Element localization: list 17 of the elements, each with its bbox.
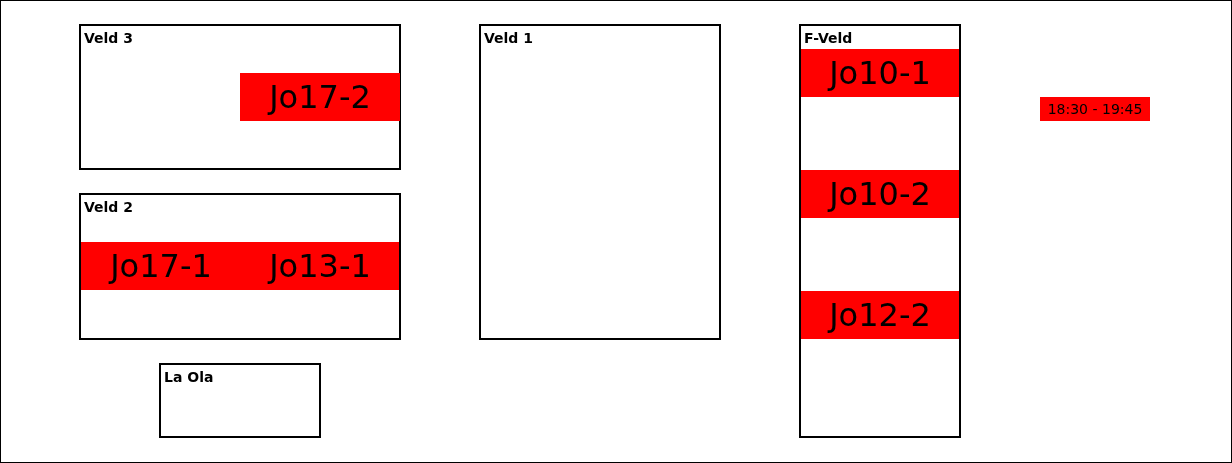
team-slot-bar: Jo13-1 (241, 242, 399, 290)
team-slot-bar: Jo12-2 (801, 291, 959, 339)
team-slot-bar: Jo17-1 (81, 242, 241, 290)
field-outline (79, 193, 401, 340)
team-slot-bar: Jo17-2 (240, 73, 400, 121)
field-outline (159, 363, 321, 438)
field-outline (479, 24, 721, 340)
field-outline (79, 24, 401, 170)
field-name: F-Veld (804, 30, 853, 46)
field-name: La Ola (164, 369, 214, 385)
field-name: Veld 1 (484, 30, 533, 46)
team-slot-bar: Jo10-2 (801, 170, 959, 218)
field-name: Veld 2 (84, 199, 133, 215)
team-slot-bar: Jo10-1 (801, 49, 959, 97)
time-slot-label: 18:30 - 19:45 (1040, 97, 1150, 121)
field-outline (799, 24, 961, 438)
field-name: Veld 3 (84, 30, 133, 46)
